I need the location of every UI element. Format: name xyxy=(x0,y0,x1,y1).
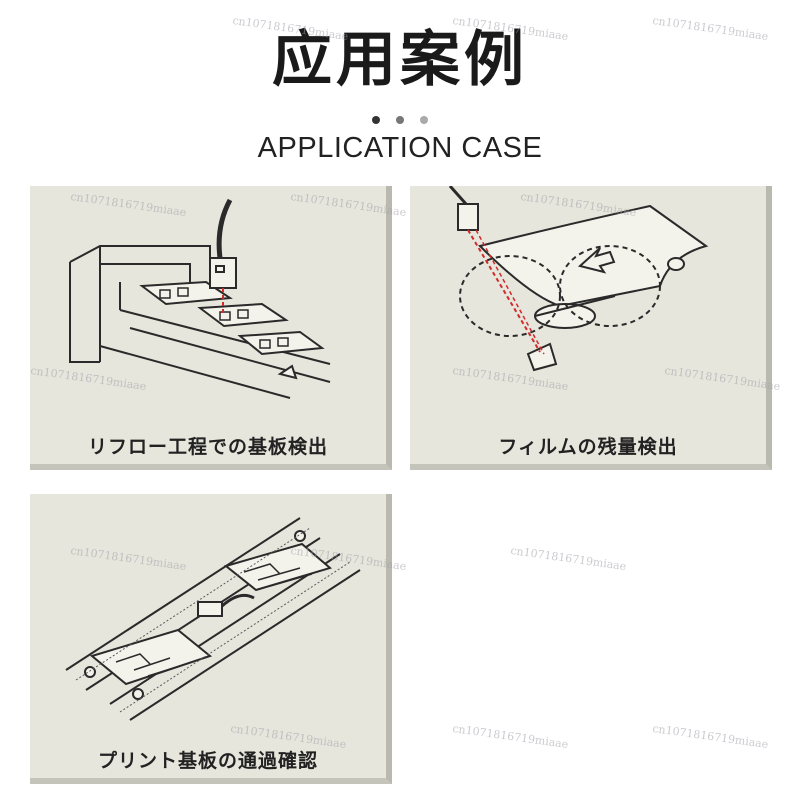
dot-1 xyxy=(372,116,380,124)
watermark: cn1071816719miaae xyxy=(651,721,770,752)
case-caption-pcb: プリント基板の通過確認 xyxy=(97,750,318,772)
dot-2 xyxy=(396,116,404,124)
film-illustration xyxy=(448,186,709,372)
pagination-dots xyxy=(372,116,432,126)
pcb-illustration xyxy=(65,517,361,721)
watermark: cn1071816719miaae xyxy=(509,543,628,574)
case-panel-pcb: プリント基板の通過確認 xyxy=(30,494,392,784)
page-subtitle: APPLICATION CASE xyxy=(257,132,543,164)
page-title: 应用案例 xyxy=(272,25,528,95)
dot-3 xyxy=(420,116,428,124)
case-panel-film: フィルムの残量検出 xyxy=(410,186,772,470)
case-panel-reflow: リフロー工程での基板検出 xyxy=(30,186,392,470)
reflow-illustration xyxy=(69,198,331,399)
case-caption-film: フィルムの残量検出 xyxy=(498,436,678,458)
case-caption-reflow: リフロー工程での基板検出 xyxy=(87,436,328,458)
watermark: cn1071816719miaae xyxy=(451,721,570,752)
